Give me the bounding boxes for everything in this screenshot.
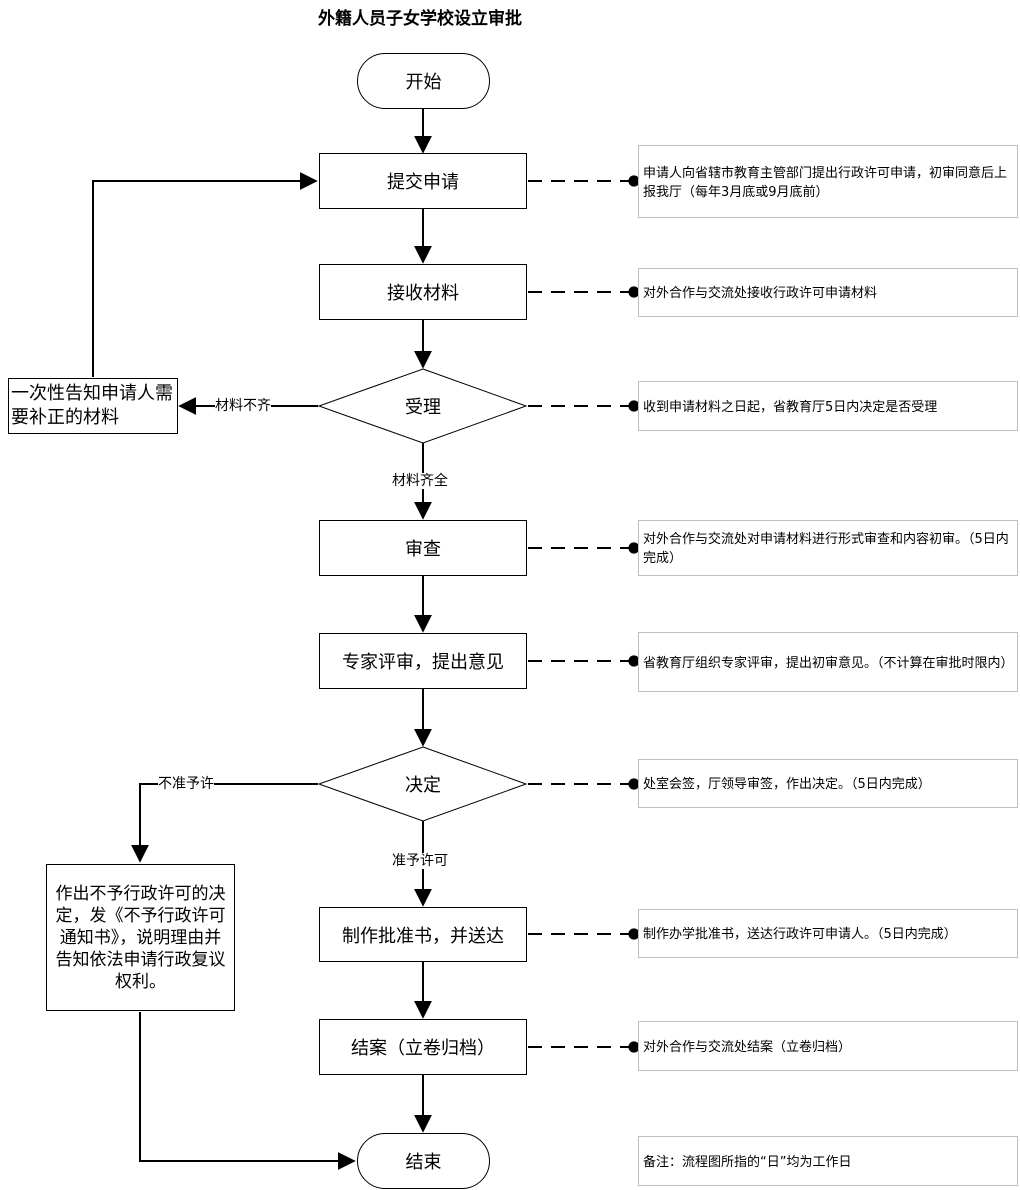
note-review-text: 对外合作与交流处对申请材料进行形式审查和内容初审。（5日内完成） [643, 532, 1009, 566]
close-case-node: 结案（立卷归档） [319, 1019, 527, 1075]
note-submit-text: 申请人向省辖市教育主管部门提出行政许可申请，初审同意后上报我厅（每年3月底或9月… [643, 165, 1008, 200]
start-node: 开始 [357, 53, 490, 109]
edge-deny-end [139, 1012, 356, 1170]
note-expert: 省教育厅组织专家评审，提出初审意见。（不计算在审批时限内） [638, 632, 1018, 692]
note-remark: 备注：流程图所指的“日”均为工作日 [638, 1136, 1018, 1186]
note-close: 对外合作与交流处结案（立卷归档） [638, 1021, 1018, 1071]
deny-decision-node: 作出不予行政许可的决定，发《不予行政许可通知书》，说明理由并告知依法申请行政复议… [46, 864, 235, 1011]
edge-decide-deny [131, 783, 318, 863]
receive-materials-node: 接收材料 [319, 264, 527, 320]
note-issue-text: 制作办学批准书，送达行政许可申请人。（5日内完成） [643, 927, 957, 942]
supplement-notice-node: 一次性告知申请人需要补正的材料 [8, 378, 178, 434]
note-decide: 处室会签，厅领导审签，作出决定。（5日内完成） [638, 759, 1018, 808]
edge-label-granted: 准予许可 [392, 853, 448, 869]
note-receive: 对外合作与交流处接收行政许可申请材料 [638, 268, 1018, 317]
note-submit: 申请人向省辖市教育主管部门提出行政许可申请，初审同意后上报我厅（每年3月底或9月… [638, 145, 1018, 218]
expert-review-node: 专家评审，提出意见 [319, 633, 527, 689]
note-close-text: 对外合作与交流处结案（立卷归档） [643, 1039, 852, 1055]
page-title: 外籍人员子女学校设立审批 [318, 9, 522, 29]
note-issue: 制作办学批准书，送达行政许可申请人。（5日内完成） [638, 909, 1018, 958]
note-receive-text: 对外合作与交流处接收行政许可申请材料 [643, 286, 878, 301]
edge-label-not-granted: 不准予许 [158, 776, 214, 792]
decision-decide-shape [317, 746, 528, 822]
edge-label-incomplete: 材料不齐 [215, 398, 271, 414]
note-accept: 收到申请材料之日起，省教育厅5日内决定是否受理 [638, 381, 1018, 431]
note-expert-text: 省教育厅组织专家评审，提出初审意见。（不计算在审批时限内） [643, 655, 1014, 671]
decide-decision-label: 决定 [405, 775, 441, 796]
review-node: 审查 [319, 520, 527, 576]
edge-label-complete: 材料齐全 [392, 473, 448, 489]
note-decide-text: 处室会签，厅领导审签，作出决定。（5日内完成） [643, 777, 931, 792]
note-review: 对外合作与交流处对申请材料进行形式审查和内容初审。（5日内完成） [638, 520, 1018, 576]
note-remark-text: 备注：流程图所指的“日”均为工作日 [643, 1154, 852, 1170]
end-node: 结束 [357, 1133, 490, 1189]
issue-approval-node: 制作批准书，并送达 [319, 907, 527, 962]
edge-supplement-submit [92, 172, 318, 377]
accept-decision-label: 受理 [405, 397, 441, 418]
decision-accept-shape [317, 368, 528, 444]
submit-application-node: 提交申请 [319, 153, 527, 209]
note-accept-text: 收到申请材料之日起，省教育厅5日内决定是否受理 [643, 399, 938, 415]
